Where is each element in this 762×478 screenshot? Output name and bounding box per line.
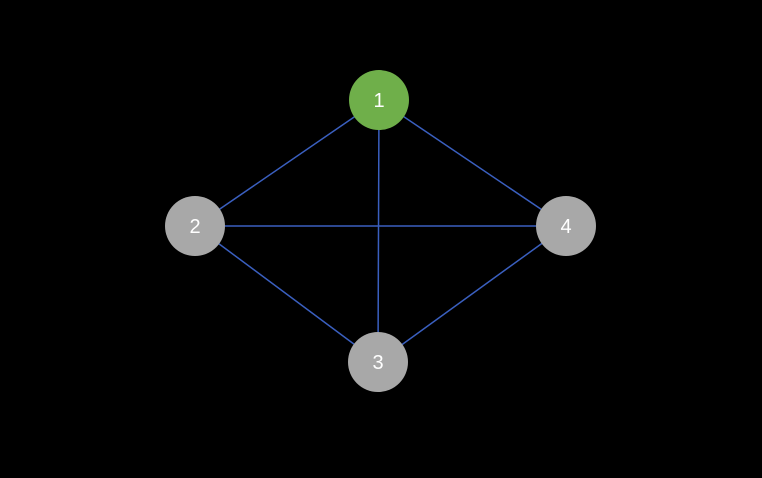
- graph-node-label-1: 1: [373, 90, 384, 112]
- graph-edge-1-2[interactable]: [194, 99, 380, 227]
- graph-node-1[interactable]: 1: [349, 70, 409, 130]
- graph-node-3[interactable]: 3: [348, 332, 408, 392]
- graph-edge-3-4[interactable]: [377, 225, 567, 363]
- graph-node-label-3: 3: [372, 352, 383, 374]
- graph-node-label-2: 2: [189, 216, 200, 238]
- node-layer: 1 2 3 4: [165, 70, 596, 392]
- graph-edge-1-3[interactable]: [377, 99, 380, 363]
- graph-node-circle-2[interactable]: [165, 196, 225, 256]
- edge-layer: [194, 99, 567, 363]
- graph-node-circle-3[interactable]: [348, 332, 408, 392]
- graph-node-circle-1[interactable]: [349, 70, 409, 130]
- graph-edge-1-4[interactable]: [378, 99, 567, 227]
- graph-node-circle-4[interactable]: [536, 196, 596, 256]
- graph-node-2[interactable]: 2: [165, 196, 225, 256]
- graph-edge-2-3[interactable]: [194, 225, 379, 363]
- graph-node-4[interactable]: 4: [536, 196, 596, 256]
- graph-node-label-4: 4: [560, 216, 571, 238]
